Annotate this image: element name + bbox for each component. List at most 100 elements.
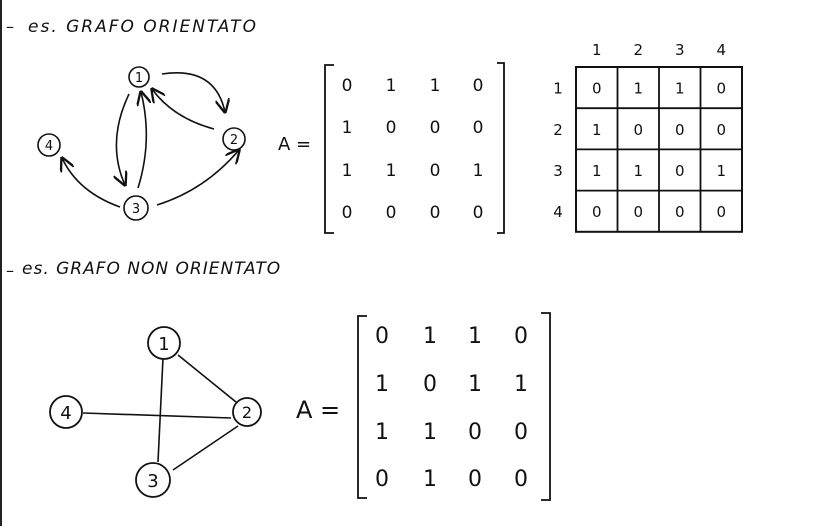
node-label: 3 <box>147 471 158 492</box>
node-label: 2 <box>242 403 252 422</box>
section1-matrix-label: A = <box>278 134 311 155</box>
matrix-cell: 0 <box>468 420 482 445</box>
section2-matrix-cells: 0 1 1 0 1 0 1 1 1 1 0 0 0 1 0 0 <box>375 324 528 492</box>
section2-title: es. GRAFO NON ORIENTATO <box>22 259 281 279</box>
node-label: 1 <box>135 71 143 86</box>
section1-matrix-left-bracket <box>324 64 334 234</box>
table-cell: 0 <box>592 80 602 98</box>
node-label: 3 <box>132 202 140 217</box>
undirected-graph-node-2: 2 <box>232 397 262 427</box>
matrix-cell: 0 <box>468 467 482 492</box>
undirected-graph-node-1: 1 <box>147 326 181 360</box>
table-cell: 1 <box>716 162 726 180</box>
table-cell: 1 <box>592 162 602 180</box>
matrix-cell: 1 <box>473 161 484 181</box>
edge-1-2 <box>177 354 237 403</box>
directed-graph-edges <box>62 72 239 208</box>
node-label: 1 <box>158 334 169 355</box>
matrix-cell: 0 <box>473 203 484 223</box>
matrix-cell: 1 <box>468 324 482 349</box>
table-cell: 1 <box>633 162 643 180</box>
matrix-cell: 0 <box>514 467 528 492</box>
section2-matrix-left-bracket <box>357 315 367 499</box>
table-col-header: 2 <box>633 41 643 59</box>
edge-3-2 <box>172 425 239 471</box>
section1-matrix-cells: 0 1 1 0 1 0 0 0 1 1 0 1 0 0 0 0 <box>342 76 484 223</box>
matrix-cell: 0 <box>342 76 353 96</box>
edge-3-to-1 <box>138 92 146 189</box>
matrix-cell: 1 <box>468 372 482 397</box>
table-cell: 0 <box>716 121 726 139</box>
edge-4-2 <box>82 412 232 419</box>
table-cell: 0 <box>633 121 643 139</box>
edge-1-to-3 <box>116 93 130 185</box>
section1-title: es. GRAFO ORIENTATO <box>28 17 258 37</box>
section2-matrix-right-bracket <box>541 312 551 501</box>
node-label: 2 <box>230 133 238 148</box>
matrix-cell: 0 <box>342 203 353 223</box>
matrix-cell: 1 <box>423 467 437 492</box>
matrix-cell: 1 <box>430 76 441 96</box>
matrix-cell: 0 <box>430 161 441 181</box>
table-row-header: 4 <box>553 203 563 221</box>
table-cell: 0 <box>675 203 685 221</box>
table-col-header: 4 <box>716 41 726 59</box>
directed-graph-node-1: 1 <box>128 66 150 88</box>
node-label: 4 <box>60 403 71 424</box>
table-row-header: 2 <box>553 121 563 139</box>
table-cell: 1 <box>592 121 602 139</box>
matrix-cell: 1 <box>342 118 353 138</box>
matrix-cell: 0 <box>473 76 484 96</box>
matrix-cell: 0 <box>375 324 389 349</box>
section1-adjacency-table: 1 2 3 4 1 2 3 4 0 1 1 0 1 0 0 0 1 1 0 1 0 0 0 0 <box>553 41 743 233</box>
section2-dash: – <box>6 261 14 280</box>
matrix-cell: 0 <box>375 467 389 492</box>
edge-1-to-2 <box>161 72 225 112</box>
section2-matrix-label: A = <box>296 396 340 424</box>
matrix-cell: 1 <box>342 161 353 181</box>
table-col-header: 3 <box>675 41 685 59</box>
table-row-header: 1 <box>553 80 563 98</box>
matrix-cell: 0 <box>386 118 397 138</box>
table-cell: 0 <box>716 203 726 221</box>
section1-matrix-right-bracket <box>497 62 505 234</box>
matrix-cell: 0 <box>386 203 397 223</box>
table-cell: 1 <box>675 80 685 98</box>
matrix-cell: 0 <box>514 324 528 349</box>
edge-3-to-2 <box>156 150 239 206</box>
matrix-cell: 1 <box>423 324 437 349</box>
table-cell: 0 <box>716 80 726 98</box>
table-col-header: 1 <box>592 41 602 59</box>
matrix-cell: 1 <box>375 420 389 445</box>
undirected-graph-edges <box>82 354 239 471</box>
directed-graph-node-4: 4 <box>37 133 61 157</box>
undirected-graph-node-4: 4 <box>49 395 83 429</box>
table-cell: 0 <box>633 203 643 221</box>
matrix-cell: 1 <box>386 161 397 181</box>
node-label: 4 <box>45 139 53 154</box>
matrix-cell: 1 <box>423 420 437 445</box>
table-cell: 0 <box>592 203 602 221</box>
section1-dash: – <box>6 17 14 36</box>
edge-3-to-4 <box>62 158 121 208</box>
directed-graph-node-3: 3 <box>123 195 149 221</box>
page-left-border <box>0 0 2 526</box>
matrix-cell: 1 <box>514 372 528 397</box>
table-cell: 1 <box>633 80 643 98</box>
matrix-cell: 0 <box>430 118 441 138</box>
matrix-cell: 0 <box>423 372 437 397</box>
matrix-cell: 0 <box>514 420 528 445</box>
table-cell: 0 <box>675 121 685 139</box>
edge-1-3 <box>157 357 164 463</box>
table-cell: 0 <box>675 162 685 180</box>
edge-2-to-1 <box>152 89 215 130</box>
matrix-cell: 0 <box>430 203 441 223</box>
matrix-cell: 1 <box>386 76 397 96</box>
directed-graph-node-2: 2 <box>222 127 246 151</box>
table-row-header: 3 <box>553 162 563 180</box>
matrix-cell: 0 <box>473 118 484 138</box>
matrix-cell: 1 <box>375 372 389 397</box>
undirected-graph-node-3: 3 <box>135 462 171 498</box>
